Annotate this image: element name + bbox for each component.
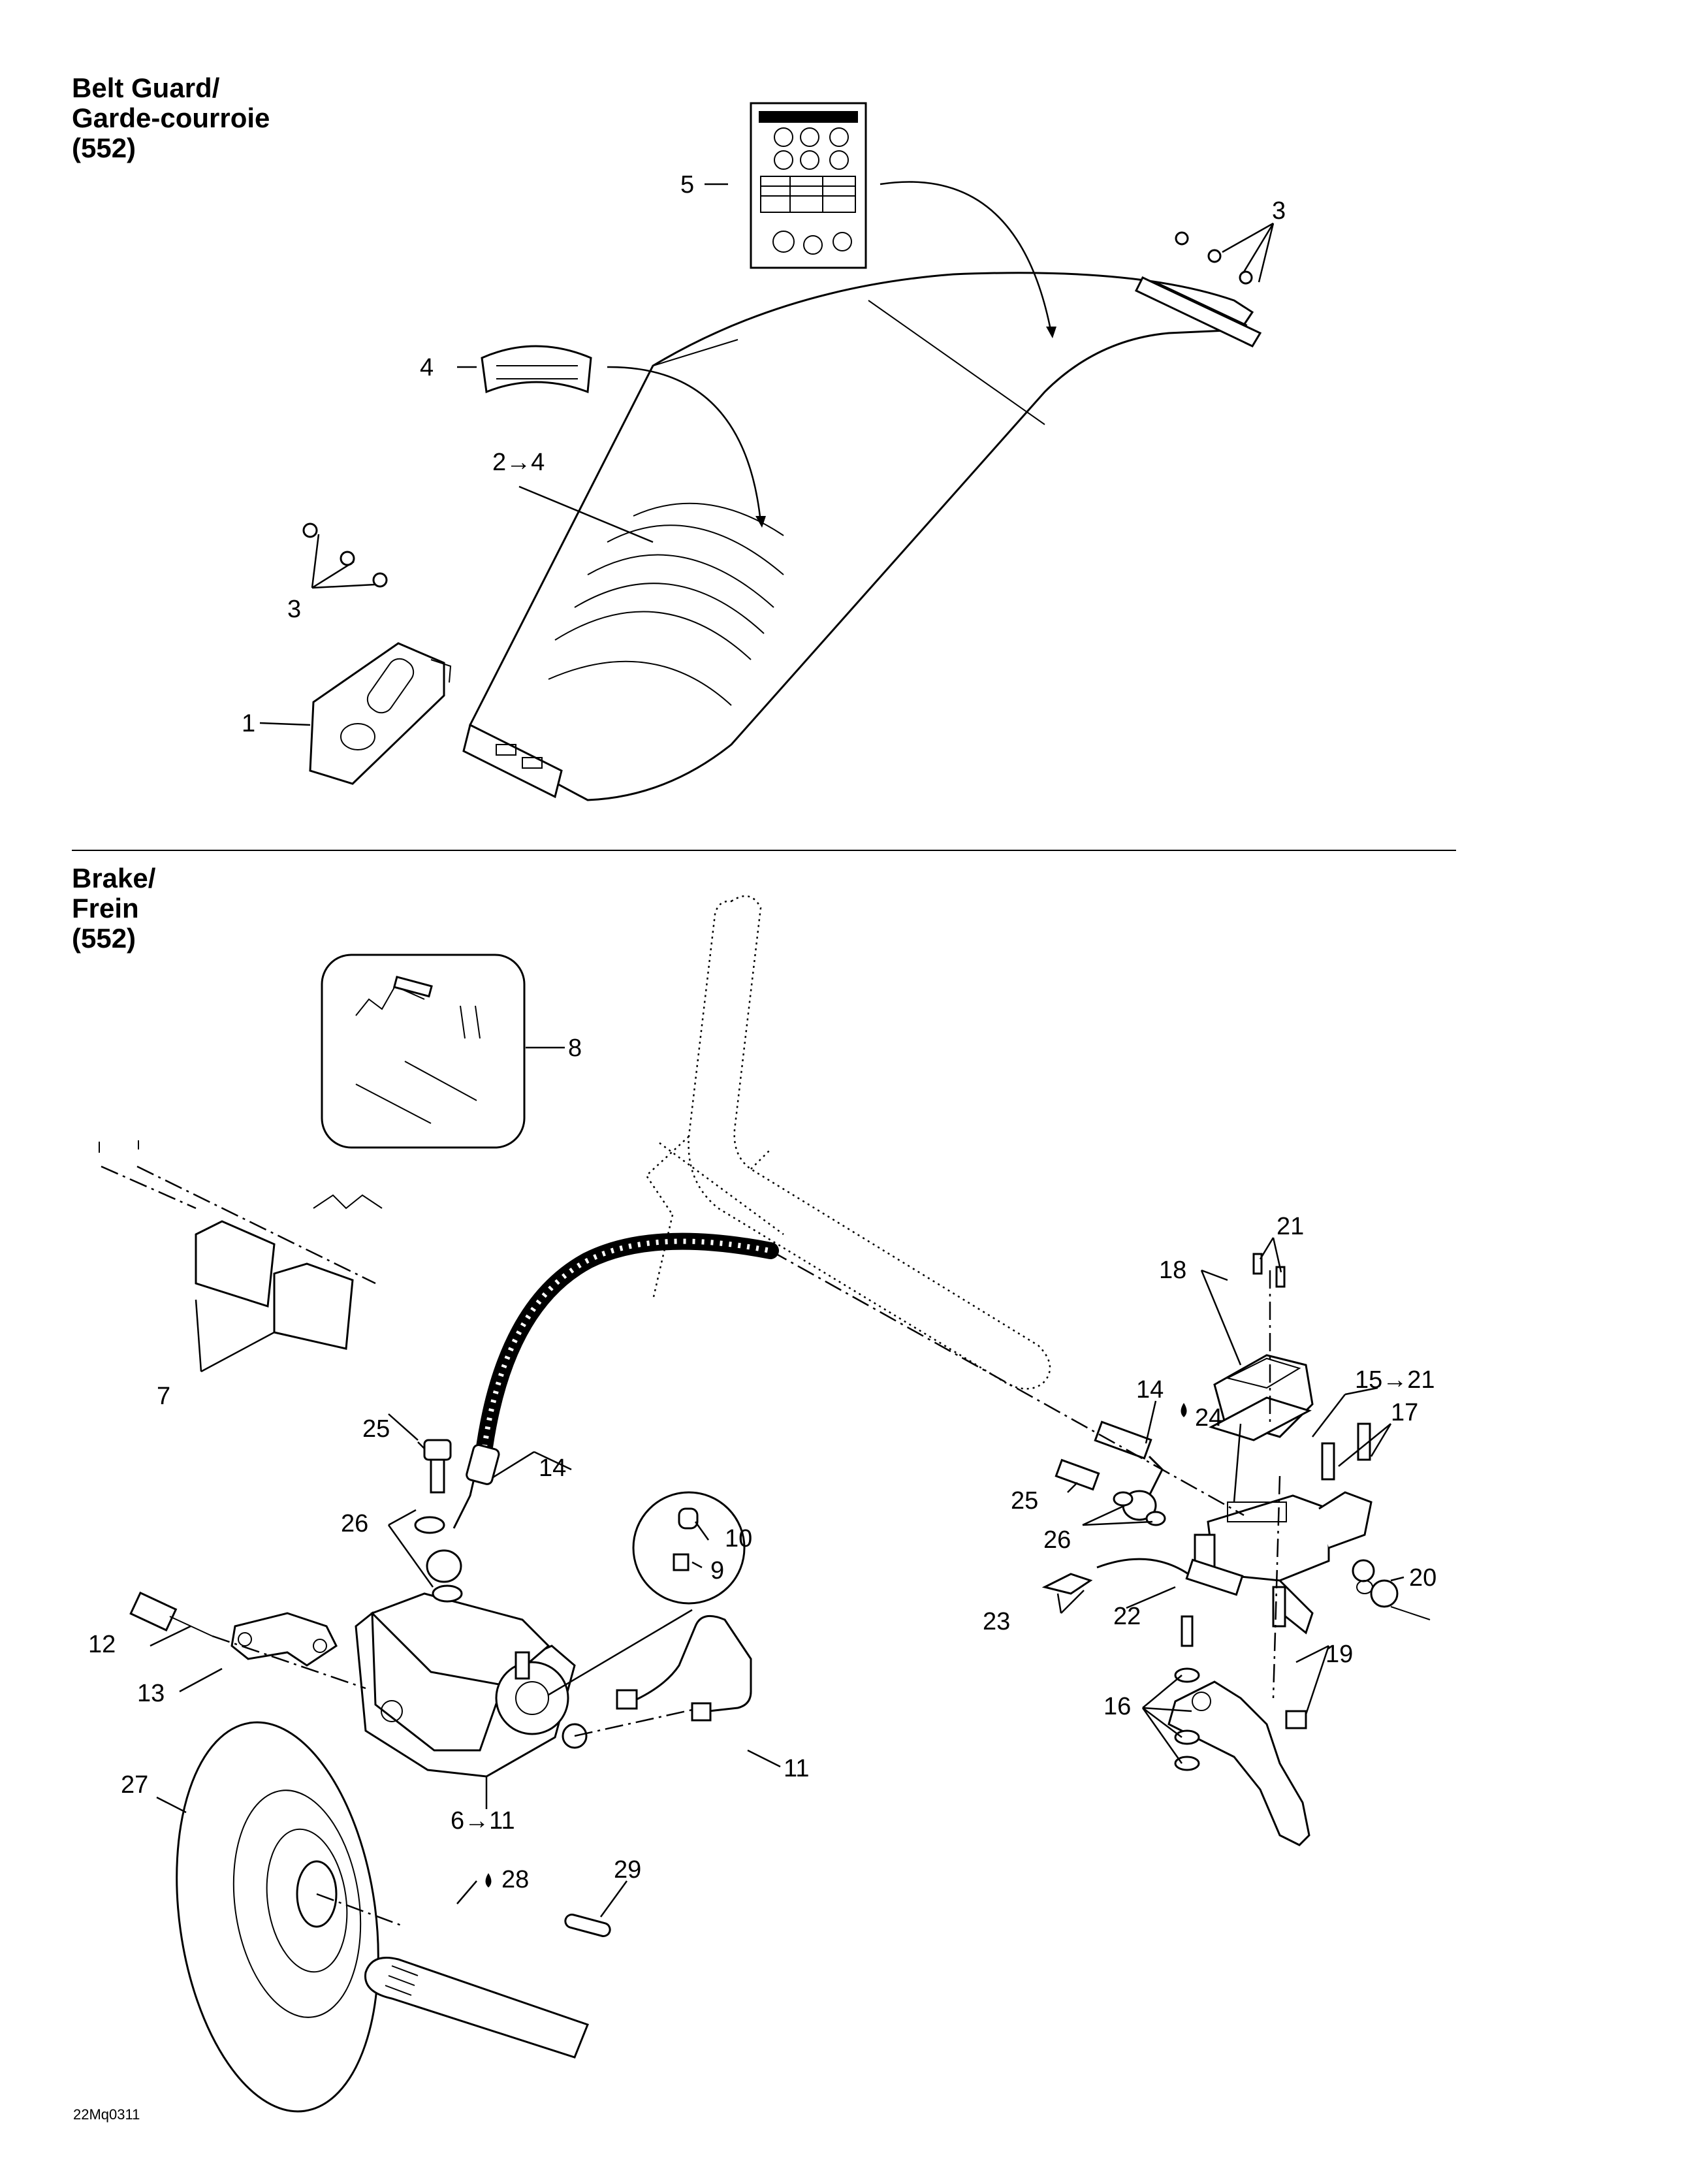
belt-guard-2 — [462, 272, 1262, 801]
callout-22: 22 — [1113, 1603, 1141, 1630]
callout-29: 29 — [614, 1856, 641, 1884]
drive-shaft — [364, 1957, 589, 2059]
key-29 — [564, 1914, 611, 1937]
handlebar-outline — [645, 895, 1051, 1390]
callout-1: 1 — [242, 710, 255, 737]
callout-27: 27 — [121, 1771, 148, 1799]
callout-3-lower: 3 — [287, 596, 301, 623]
belt-guard-title-en: Belt Guard/ — [72, 72, 220, 103]
pushrod-22 — [1096, 1558, 1235, 1595]
boot-23 — [1041, 1573, 1093, 1595]
callout-16: 16 — [1103, 1693, 1131, 1720]
callout-28: 28 — [501, 1866, 529, 1893]
callout-19: 19 — [1325, 1641, 1353, 1668]
callout-3-upper: 3 — [1272, 197, 1286, 225]
callout-26-left: 26 — [341, 1510, 368, 1537]
callout-5: 5 — [680, 171, 694, 199]
oil-drop-icon-28 — [485, 1873, 492, 1887]
brake-hose-14 — [475, 1232, 779, 1465]
bleeder-detail-9-10 — [632, 1491, 746, 1605]
callout-11: 11 — [784, 1755, 809, 1782]
callout-23: 23 — [983, 1608, 1010, 1635]
callout-21: 21 — [1277, 1213, 1304, 1240]
brake-title-model: (552) — [72, 923, 136, 954]
pin-kit-8 — [321, 954, 526, 1149]
section-divider — [72, 850, 1456, 851]
caliper-bracket-13 — [230, 1612, 338, 1667]
brake-lever-16 — [1167, 1615, 1310, 1846]
washer-26b — [432, 1584, 463, 1603]
brake-line-11 — [636, 1614, 752, 1712]
decal-4-label — [481, 345, 592, 394]
callout-18: 18 — [1159, 1257, 1186, 1284]
decal-5-warning-label — [750, 102, 867, 269]
callout-20: 20 — [1409, 1564, 1436, 1592]
caliper-6 — [355, 1592, 588, 1778]
hose-fitting-14-right — [1094, 1421, 1152, 1460]
callout-7: 7 — [157, 1383, 170, 1410]
callout-9: 9 — [710, 1557, 724, 1584]
bolt-12 — [129, 1591, 213, 1637]
callout-10: 10 — [725, 1525, 752, 1552]
callout-2-4: 2→4 — [492, 449, 545, 476]
washer-26a — [414, 1516, 445, 1534]
figure-code: 22Mq0311 — [73, 2106, 140, 2123]
belt-guard-section-title: Belt Guard/ Garde-courroie (552) — [72, 73, 270, 163]
callout-25-right: 25 — [1011, 1487, 1038, 1515]
nuts-3-upper — [1175, 231, 1253, 285]
callout-15-21: 15→21 — [1355, 1366, 1435, 1394]
callout-24: 24 — [1195, 1404, 1222, 1432]
callout-25-left: 25 — [362, 1415, 390, 1443]
callout-6-11: 6→11 — [451, 1807, 515, 1835]
callout-17: 17 — [1391, 1399, 1418, 1426]
callout-26-right: 26 — [1043, 1526, 1071, 1554]
bracket-1 — [309, 642, 452, 785]
callout-4: 4 — [420, 354, 434, 381]
belt-guard-title-fr: Garde-courroie — [72, 103, 270, 133]
belt-guard-title-model: (552) — [72, 133, 136, 163]
brake-disc-27 — [176, 1721, 379, 2113]
callout-14-left: 14 — [539, 1454, 566, 1482]
brake-title-fr: Frein — [72, 893, 139, 923]
nuts-3-lower — [302, 522, 388, 588]
banjo-bolt-25-left — [423, 1439, 452, 1494]
brake-pads-7 — [99, 1140, 383, 1350]
master-cylinder-15 — [1194, 1354, 1373, 1635]
callout-14-right: 14 — [1136, 1376, 1164, 1404]
brake-title-en: Brake/ — [72, 863, 156, 893]
callout-8: 8 — [568, 1035, 582, 1062]
brake-section-title: Brake/ Frein (552) — [72, 863, 155, 954]
callout-13: 13 — [137, 1680, 165, 1707]
callout-12: 12 — [88, 1631, 116, 1658]
oil-drop-icon-24 — [1181, 1403, 1187, 1417]
